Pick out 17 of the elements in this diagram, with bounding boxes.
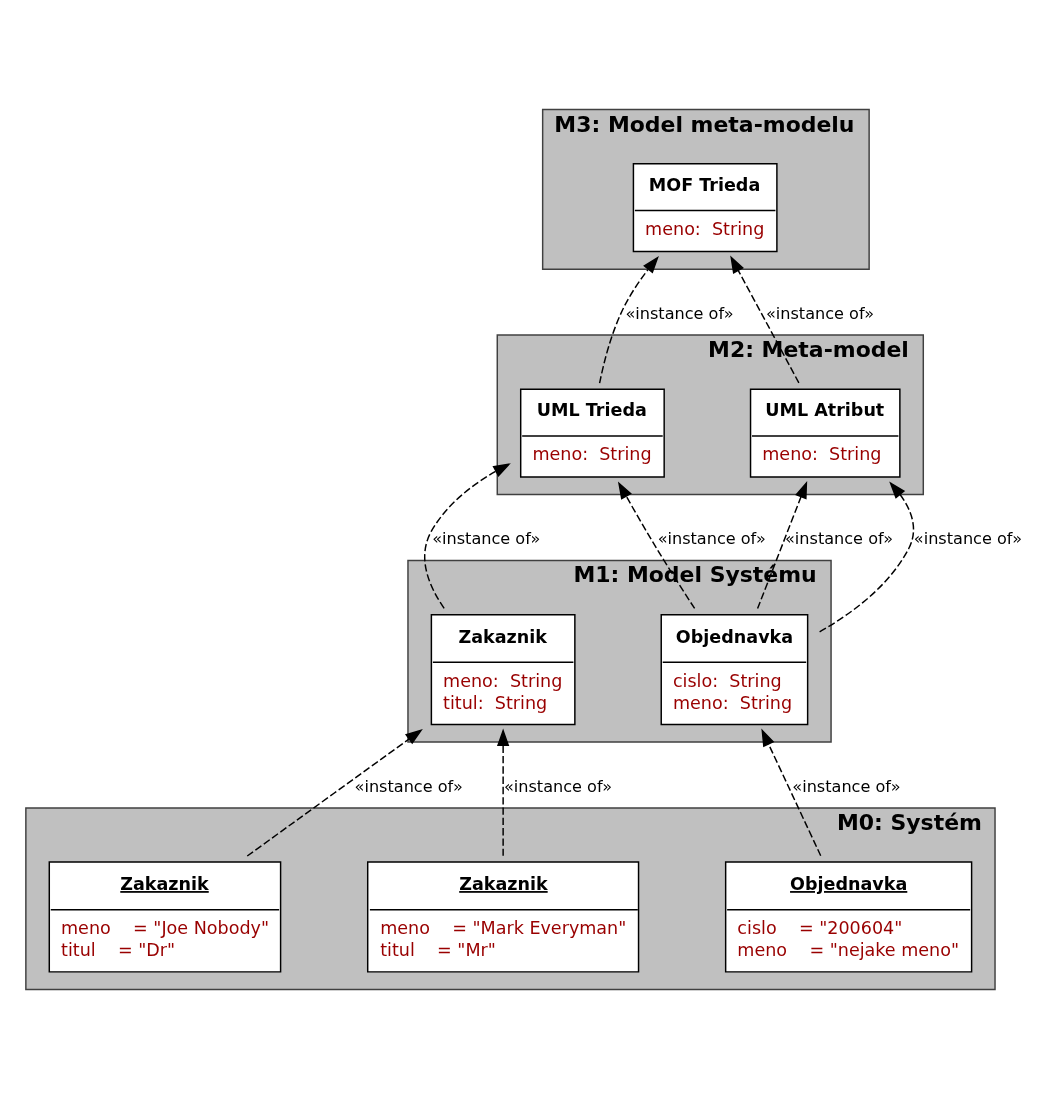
edge-label: «instance of»	[785, 529, 894, 549]
arrow	[761, 728, 822, 857]
edge-label: «instance of»	[657, 529, 766, 549]
edge-label: «instance of»	[765, 303, 875, 323]
edge-label: «instance of»	[625, 303, 734, 323]
arrow	[423, 463, 511, 610]
arrow	[598, 256, 659, 384]
edge-label: «instance of»	[913, 529, 1023, 549]
arrow	[496, 728, 510, 857]
arrow	[617, 481, 696, 610]
edge-label: «instance of»	[354, 776, 463, 796]
edge-label: «instance of»	[503, 776, 613, 796]
arrow	[756, 480, 808, 610]
edge-label: «instance of»	[792, 776, 901, 796]
arrow	[246, 729, 423, 857]
arrow	[730, 255, 800, 384]
edge-label: «instance of»	[432, 529, 541, 549]
